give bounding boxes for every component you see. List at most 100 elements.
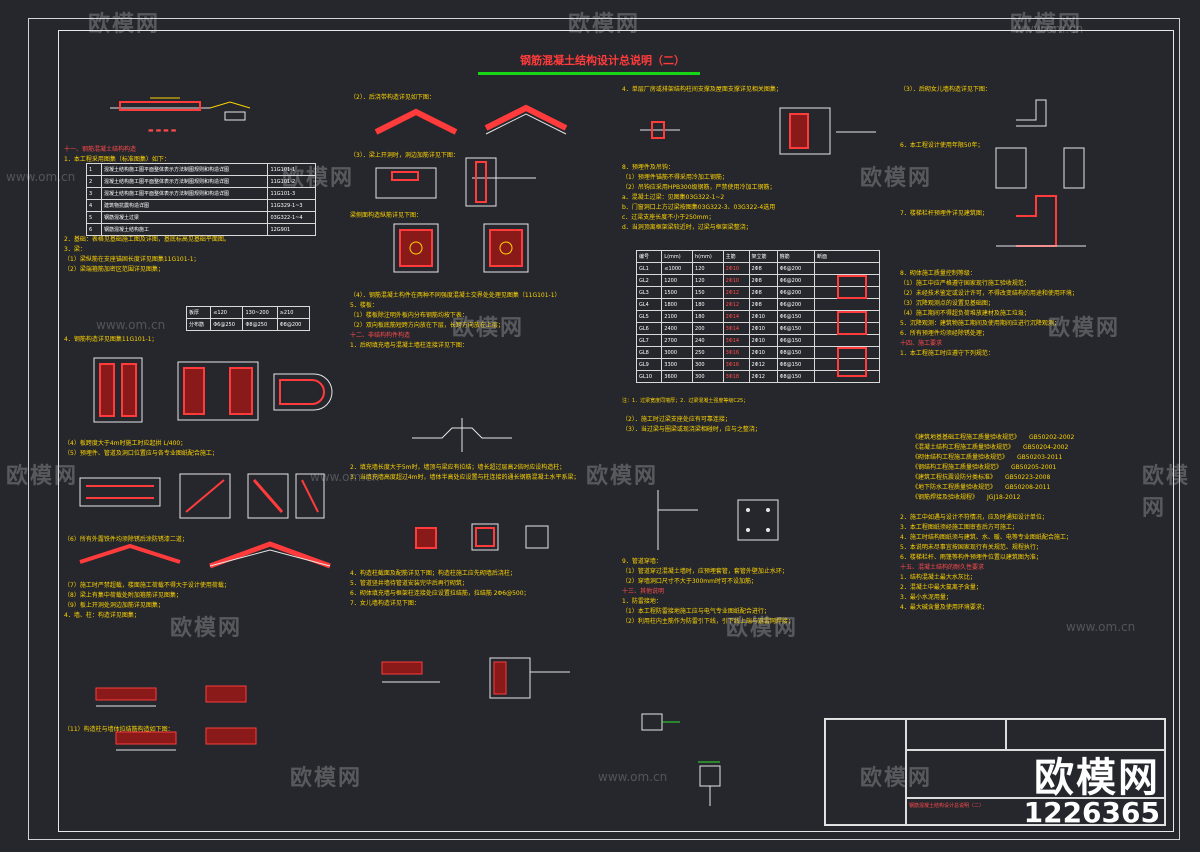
table-cell: GL2	[635, 274, 663, 287]
table-cell: 250	[692, 346, 724, 359]
code-item: 《建筑地基基础工程施工质量验收规范》 GB50202-2002	[912, 434, 1075, 441]
table-cell: 2Φ10	[748, 322, 778, 335]
watermark: 欧模网	[170, 616, 243, 641]
table-header-cell: 箍筋	[776, 250, 816, 263]
table-cell: 1800	[661, 298, 694, 311]
col2-item-g: （2）双向板底筋短跨方向放在下层，长跨方向放在上层；	[350, 322, 504, 329]
col2-text-block-f: 4．构造柱截面及配筋详见下图；构造柱施工应先砌墙后浇柱； 5．管道竖井墙待管道安…	[350, 568, 530, 610]
col3-item-a: 4．单层厂房或排架结构柱间支撑及屋面支撑详见相关图集；	[622, 86, 782, 93]
table-cell: 钢筋混凝土过梁	[100, 211, 269, 224]
col3-item-m: （2）穿墙洞口尺寸不大于300mm时可不设加筋；	[622, 578, 757, 585]
post-pour-strip-details	[374, 104, 568, 135]
col2-text-block-b: （3）．梁上开洞时，洞边加筋详见下图：	[350, 150, 459, 162]
table-cell: GL8	[635, 346, 663, 359]
drawing-title: 钢筋混凝土结构设计总说明（二）	[520, 54, 685, 67]
col3-item-g: c．过梁支座长度不小于250mm；	[622, 214, 715, 221]
table-cell: Φ6@200	[776, 286, 816, 299]
col1-text-block-f: （7）施工时严禁超载，楼面施工荷载不得大于设计使用荷载； （8）梁上有集中荷载处…	[64, 580, 230, 622]
watermark: 欧模网	[726, 616, 799, 641]
grounding-details	[641, 713, 721, 806]
col3-item-n: 1．防雷接地：	[622, 598, 662, 605]
col3-item-b: 8．预埋件及吊钩：	[622, 164, 674, 171]
table-cell: Φ6@150	[776, 322, 816, 335]
table-cell: 1500	[661, 286, 694, 299]
col1-item-1: 1．本工程采用图集（标准图集）如下：	[64, 156, 170, 163]
beam-opening-details	[375, 157, 536, 207]
table-cell: 2Φ8	[748, 286, 778, 299]
col4-item-c: 7．楼梯栏杆预埋件详见建筑图；	[900, 210, 988, 217]
col4-item-a: （3）．后砌女儿墙构造详见下图：	[900, 86, 991, 93]
col2-item-c: 梁侧面构造纵筋详见下图：	[350, 212, 423, 219]
col1-item-7: （6）所有外露铁件均须除锈后涂防锈漆二道；	[64, 536, 188, 543]
lintel-section-drawings	[837, 275, 867, 377]
col2-item-m: 6．砌体填充墙与框架柱连接处应设置拉结筋，拉结筋 2Φ6@500；	[350, 590, 530, 597]
table-cell: 3300	[661, 358, 694, 371]
col4-item-r: 2．混凝土中最大氯离子含量；	[900, 584, 982, 591]
col2-text-block-e: 2．填充墙长度大于5m时，墙顶与梁应有拉结；墙长超过层高2倍时应设构造柱； 3．…	[350, 462, 579, 484]
title-block-cell	[905, 719, 1007, 751]
col2-item-d: （4）．钢筋混凝土构件在两种不同强度混凝土交界处处理见图集（11G101-1）	[350, 292, 561, 299]
table-cell: 11G329-1~3	[267, 199, 316, 212]
col4-item-m: 3．本工程图纸须经施工图审查后方可施工；	[900, 524, 1018, 531]
col1-item-4: 4．钢筋构造详见图集11G101-1；	[64, 336, 158, 343]
table-cell: Φ6@200	[776, 298, 816, 311]
table-cell: GL1	[635, 262, 663, 275]
col1-text-block-e: （6）所有外露铁件均须除锈后涂防锈漆二道；	[64, 534, 188, 546]
table-cell: 130~200	[242, 306, 278, 319]
table-cell: 2Φ8	[748, 274, 778, 287]
col4-item-s: 3．最小水泥用量；	[900, 594, 952, 601]
wall-column-connection-detail	[412, 418, 512, 452]
col3-text-block-a: 4．单层厂房或排架结构柱间支撑及屋面支撑详见相关图集；	[622, 84, 782, 96]
col3-item-l: （1）管道穿过混凝土墙时，应预埋套管，套管外壁加止水环；	[622, 568, 788, 575]
col4-text-block-c: 7．楼梯栏杆预埋件详见建筑图；	[900, 208, 988, 220]
table-cell: GL10	[635, 370, 663, 383]
col4-item-b: 6．本工程设计使用年限50年；	[900, 142, 984, 149]
table-cell: 混凝土结构施工图平面整体表示方法制图规则和构造详图	[100, 187, 269, 200]
title-block-cell	[905, 749, 1165, 799]
table-cell: 180	[692, 310, 724, 323]
table-header-cell: L(mm)	[661, 250, 694, 263]
rebar-anchor-details	[79, 473, 325, 519]
table-cell: 2Φ14	[722, 310, 750, 323]
col4-item-d: 8．砌体施工质量控制等级：	[900, 270, 976, 277]
col1-item-8: （7）施工时严禁超载，楼面施工荷载不得大于设计使用荷载；	[64, 582, 230, 589]
col4-item-t: 4．最大碱含量及使用环境要求；	[900, 604, 988, 611]
col1-item-3: 3．梁：	[64, 246, 86, 253]
table-cell: GL3	[635, 286, 663, 299]
watermark: 欧模网	[88, 12, 161, 37]
col3-text-block-b: 8．预埋件及吊钩： （1）预埋件锚筋不得采用冷加工钢筋； （2）吊钩应采用HPB…	[622, 162, 776, 234]
parapet-details-right	[995, 99, 1086, 247]
col4-item-q: 1．结构混凝土最大水灰比；	[900, 574, 976, 581]
title-block: 钢筋混凝土结构设计总说明（二）	[824, 718, 1166, 826]
drawing-outer-frame	[28, 18, 1180, 840]
table-cell: 120	[692, 274, 724, 287]
table-cell: Φ6@150	[776, 334, 816, 347]
table-cell: Φ6@200	[776, 274, 816, 287]
col4-item-o: 5．本说明未尽事宜按国家现行有关规范、规程执行；	[900, 544, 1042, 551]
table-cell: 200	[692, 322, 724, 335]
title-underline	[478, 72, 700, 75]
table-cell: Φ6@150	[776, 310, 816, 323]
watermark: 欧模网	[860, 766, 933, 791]
col3-text-block-c: （2）．施工时过梁支座处应有可靠连接； （3）．当过梁与圈梁或现浇梁相碰时，应与…	[622, 414, 761, 436]
table-cell: Φ6@250	[210, 318, 244, 331]
watermark: 欧模网	[1010, 12, 1083, 37]
table-cell: 2700	[661, 334, 694, 347]
col2-text-block-d: （4）．钢筋混凝土构件在两种不同强度混凝土交界处处理见图集（11G101-1） …	[350, 290, 561, 352]
col2-item-b: （3）．梁上开洞时，洞边加筋详见下图：	[350, 152, 459, 159]
column-section-details	[93, 357, 333, 423]
heading-15: 十五、混凝土结构的耐久性要求	[900, 564, 985, 571]
table-cell: GL6	[635, 322, 663, 335]
col1-text-block-g: （11）构造柱与墙体拉结筋构造如下图：	[64, 724, 174, 736]
table-cell: 2Φ12	[722, 298, 750, 311]
table-cell: Φ8@150	[776, 358, 816, 371]
col3-text-block-d: 9．管道穿墙： （1）管道穿过混凝土墙时，应预埋套管，套管外壁加止水环； （2）…	[622, 556, 794, 628]
beam-side-rebar-details	[393, 223, 529, 273]
table-cell: Φ8@150	[776, 370, 816, 383]
